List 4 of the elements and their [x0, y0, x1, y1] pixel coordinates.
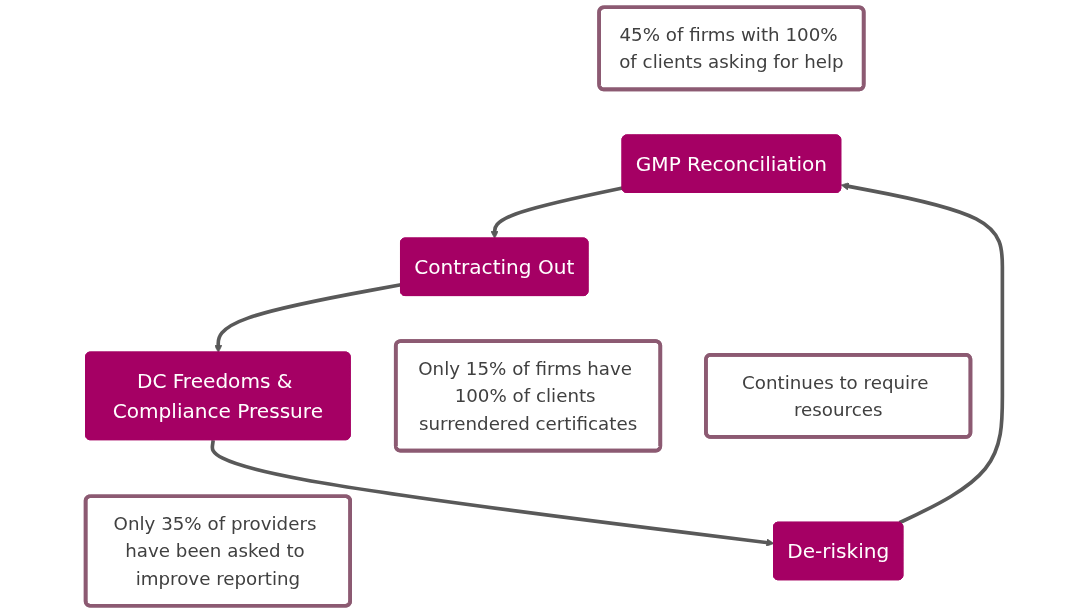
arrow: [490, 186, 623, 239]
arrow: [214, 282, 402, 353]
arrow: [210, 439, 775, 547]
arrow: [840, 182, 1005, 525]
